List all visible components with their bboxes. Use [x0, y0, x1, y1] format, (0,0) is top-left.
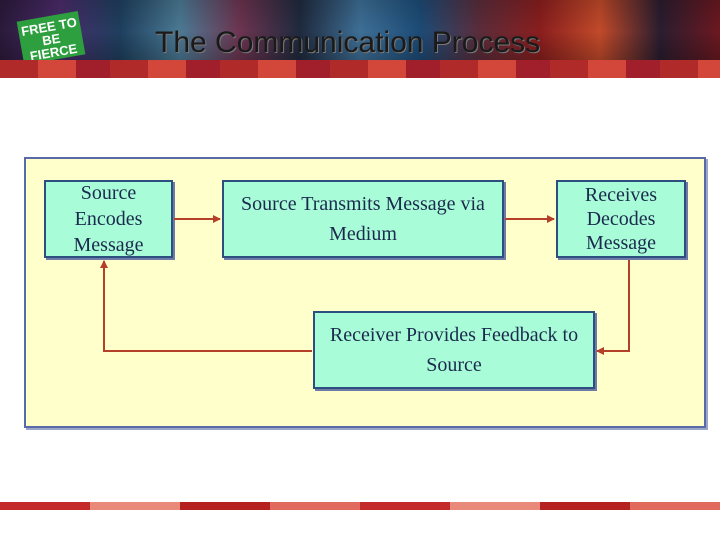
fierce-logo: FREE TO BE FIERCE: [16, 10, 86, 66]
node-feedback: Receiver Provides Feedback to Source: [313, 311, 595, 389]
node-source-encodes: Source Encodes Message: [44, 180, 173, 258]
slide-title: The Communication Process: [155, 26, 541, 59]
node-receiver-decodes: Receives Decodes Message: [556, 180, 686, 258]
footer-stripe: [0, 502, 720, 510]
header-stripe: [0, 60, 720, 78]
node-source-transmits: Source Transmits Message via Medium: [222, 180, 504, 258]
header-banner: FREE TO BE FIERCE: [0, 0, 720, 78]
